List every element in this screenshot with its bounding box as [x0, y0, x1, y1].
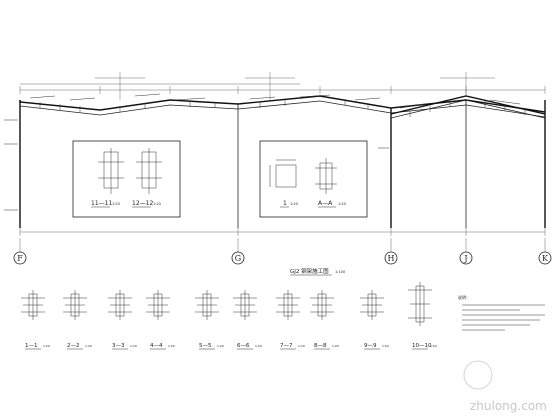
- section-scale-1: 1:20: [43, 344, 50, 348]
- axis-bubble-g: [231, 251, 245, 265]
- section-scale-1: 1:20: [290, 202, 298, 206]
- bottom-dim-ticks: [19, 228, 546, 236]
- detail-box-left: 11—11 1:20 12—12 1:20: [72, 140, 181, 218]
- section-label-9: 9—9: [364, 343, 377, 349]
- plan-title: GJ2 钢架施工图: [290, 267, 329, 275]
- rafter-annotations: [29, 93, 521, 109]
- section-detail-8: 8—8 1:20: [310, 290, 339, 350]
- section-detail-3: 3—3 1:20: [108, 290, 137, 350]
- axis-label-k: K: [542, 254, 549, 263]
- section-label-12: 12—12: [132, 200, 153, 207]
- axis-label-h: H: [388, 254, 395, 263]
- section-label-5: 5—5: [199, 343, 212, 349]
- roof-rafter-bottom: [19, 100, 546, 118]
- axis-bubbles: F G H J K: [13, 251, 552, 265]
- section-label-7: 7—7: [280, 343, 293, 349]
- section-scale-9: 1:20: [382, 344, 389, 348]
- section-scale-11: 1:20: [112, 202, 120, 206]
- section-scale-2: 1:20: [85, 344, 92, 348]
- section-scale-8: 1:20: [332, 344, 339, 348]
- section-detail-6: 6—6 1:20: [233, 290, 262, 350]
- section-detail-4: 4—4 1:20: [146, 290, 175, 350]
- section-detail-10: 10—101:20: [408, 282, 437, 350]
- section-label-2: 2—2: [67, 343, 80, 349]
- frame-elevation: [4, 72, 546, 252]
- watermark: zhulong.com: [463, 360, 547, 413]
- section-label-1: 1: [283, 200, 287, 207]
- section-label-1: 1—1: [25, 343, 38, 349]
- section-label-3: 3—3: [112, 343, 125, 349]
- notes-lines: [462, 304, 545, 331]
- section-detail-5: 5—5 1:20: [195, 290, 224, 350]
- axis-bubble-h: [384, 251, 398, 265]
- section-scale-10: 1:20: [430, 344, 437, 348]
- section-label-8: 8—8: [314, 343, 327, 349]
- section-scale-6: 1:20: [255, 344, 262, 348]
- section-label-11: 11—11: [91, 200, 112, 207]
- plan-scale: 1:100: [335, 270, 345, 274]
- gable-beam-bottom: [390, 99, 546, 119]
- axis-bubble-f: [13, 251, 27, 265]
- left-elevation-marks: [4, 119, 389, 211]
- section-scale-4: 1:20: [168, 344, 175, 348]
- watermark-text: zhulong.com: [470, 399, 547, 413]
- section-detail-9: 9—9 1:20: [360, 290, 389, 350]
- section-label-4: 4—4: [150, 343, 163, 349]
- section-scale-3: 1:20: [130, 344, 137, 348]
- section-detail-2: 2—2 1:20: [63, 290, 92, 350]
- axis-bubble-j: [459, 251, 473, 265]
- notes-title: 说明：: [458, 294, 470, 300]
- axis-label-g: G: [235, 254, 241, 263]
- detail-box-right: 1 1:20 A—A 1:20: [259, 140, 368, 218]
- axis-bubble-k: [538, 251, 552, 265]
- purlin-ticks: [39, 99, 526, 117]
- section-label-6: 6—6: [237, 343, 250, 349]
- section-scale-aa: 1:20: [338, 202, 346, 206]
- notes-block: 说明：: [458, 294, 545, 331]
- section-scale-7: 1:20: [298, 344, 305, 348]
- ridge-markers: [95, 72, 495, 100]
- axis-label-j: J: [463, 254, 467, 263]
- section-scale-5: 1:20: [217, 344, 224, 348]
- axis-label-f: F: [17, 254, 23, 263]
- section-detail-1: 1—1 1:20: [21, 290, 50, 350]
- bottom-sections: 1—1 1:20 2—2 1:20 3—3 1:20 4—4 1:20 5—5 1:20 6—6 1:…: [21, 282, 437, 350]
- section-detail-7: 7—7 1:20: [276, 290, 305, 350]
- section-label-10: 10—10: [412, 343, 432, 349]
- section-scale-12: 1:20: [153, 202, 161, 206]
- section-label-aa: A—A: [318, 200, 333, 207]
